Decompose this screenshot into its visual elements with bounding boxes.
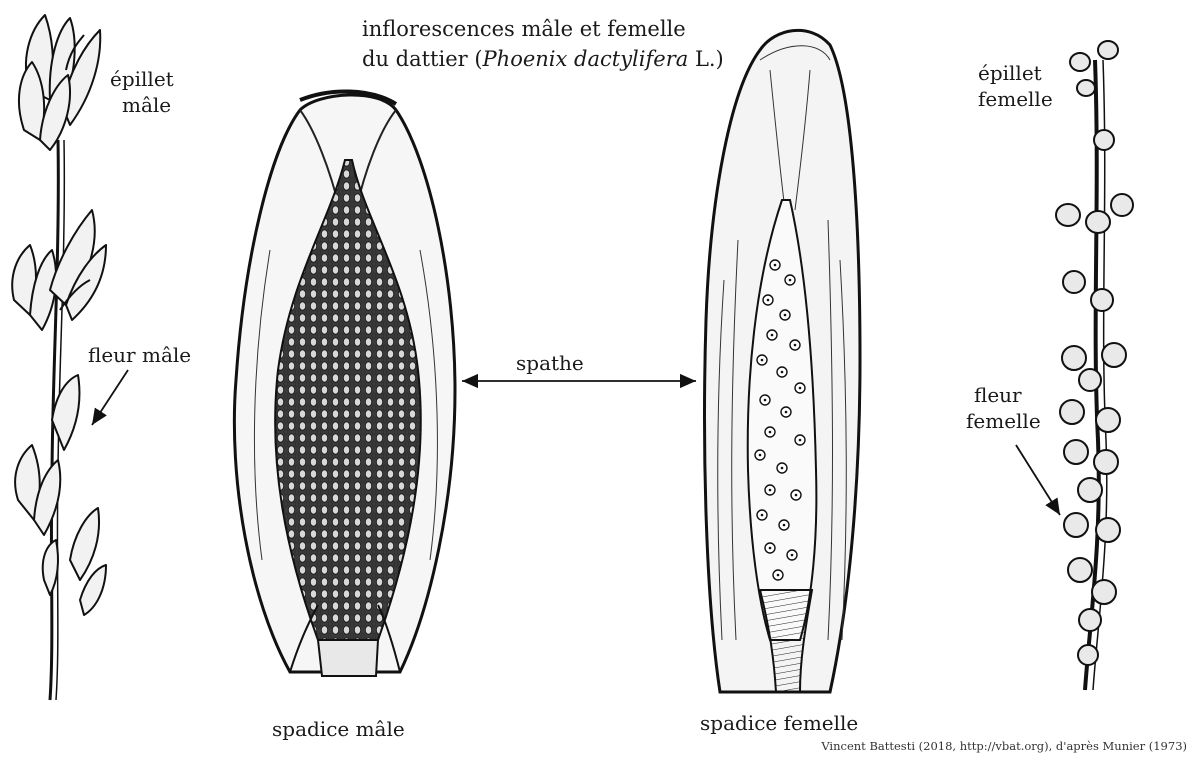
- label-spadice-femelle: spadice femelle: [700, 710, 858, 736]
- title-line-1: inflorescences mâle et femelle: [362, 14, 724, 44]
- male-spadix-drawing: [234, 91, 455, 676]
- label-spathe: spathe: [516, 350, 584, 376]
- female-spadix-drawing: [705, 30, 860, 692]
- label-epillet-male: épillet mâle: [110, 66, 174, 118]
- title-line-2: du dattier (Phoenix dactylifera L.): [362, 44, 724, 74]
- male-flower-cluster-lower: [15, 375, 106, 615]
- fleur-femelle-arrow: [1016, 445, 1060, 515]
- fleur-male-arrow: [92, 370, 128, 425]
- label-epillet-male-line1: épillet: [110, 66, 174, 92]
- female-spikelet-drawing: [1056, 41, 1133, 690]
- title-line-2-suffix: L.): [688, 47, 724, 71]
- label-fleur-femelle: fleur femelle: [966, 382, 1041, 434]
- species-name: Phoenix dactylifera: [483, 47, 689, 71]
- label-epillet-femelle-line2: femelle: [978, 86, 1053, 112]
- credit-line: Vincent Battesti (2018, http://vbat.org)…: [821, 739, 1187, 753]
- label-epillet-male-line2: mâle: [110, 92, 174, 118]
- diagram-title: inflorescences mâle et femelle du dattie…: [362, 14, 724, 74]
- male-flower-cluster-top: [19, 15, 100, 150]
- title-line-2-prefix: du dattier (: [362, 47, 483, 71]
- label-fleur-male: fleur mâle: [88, 342, 191, 368]
- label-fleur-femelle-line2: femelle: [966, 408, 1041, 434]
- label-spadice-male: spadice mâle: [272, 716, 405, 742]
- label-fleur-femelle-line1: fleur: [966, 382, 1041, 408]
- label-epillet-femelle: épillet femelle: [978, 60, 1053, 112]
- label-epillet-femelle-line1: épillet: [978, 60, 1053, 86]
